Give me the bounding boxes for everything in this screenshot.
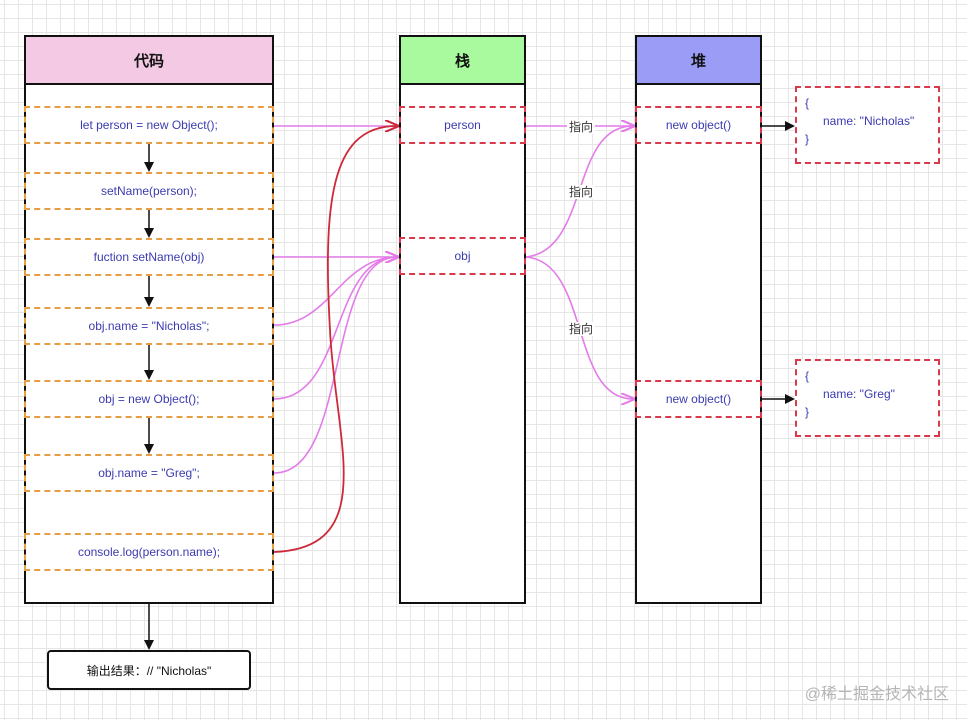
edge-label-obj-heap1: 指向 [567,185,596,199]
edge-label-obj-heap2: 指向 [567,322,596,336]
object-greg-body: name: "Greg" [823,387,895,401]
stack-column-header: 栈 [401,37,524,85]
code-line-setname-call: setName(person); [24,172,274,210]
object-nicholas-open: { [805,96,810,110]
object-greg-close: } [805,405,810,419]
heap-item-2: new object() [635,380,762,418]
code-line-setname-def: fuction setName(obj) [24,238,274,276]
code-column-header: 代码 [26,37,272,85]
code-line-obj-name-nicholas: obj.name = "Nicholas"; [24,307,274,345]
arrow-console-to-person [273,126,397,553]
object-nicholas-close: } [805,132,810,146]
watermark: @稀土掘金技术社区 [804,686,949,703]
heap-column-header: 堆 [637,37,760,85]
arrow-objgreg-to-obj [273,257,397,474]
stack-column: 栈 [399,35,526,604]
object-nicholas-body: name: "Nicholas" [823,114,915,128]
code-line-console-log: console.log(person.name); [24,533,274,571]
code-line-obj-new: obj = new Object(); [24,380,274,418]
stack-item-obj: obj [399,237,526,275]
object-nicholas: { name: "Nicholas" } [795,86,940,164]
stack-item-person: person [399,106,526,144]
code-line-new-person: let person = new Object(); [24,106,274,144]
output-result-box: 输出结果：// "Nicholas" [47,650,251,690]
arrow-objnew-to-obj [273,257,397,400]
object-greg: { name: "Greg" } [795,359,940,437]
heap-item-1: new object() [635,106,762,144]
edge-label-person-heap: 指向 [567,120,596,134]
code-line-obj-name-greg: obj.name = "Greg"; [24,454,274,492]
arrow-objname-to-obj [273,257,397,326]
heap-column: 堆 [635,35,762,604]
object-greg-open: { [805,369,810,383]
code-column: 代码 [24,35,274,604]
